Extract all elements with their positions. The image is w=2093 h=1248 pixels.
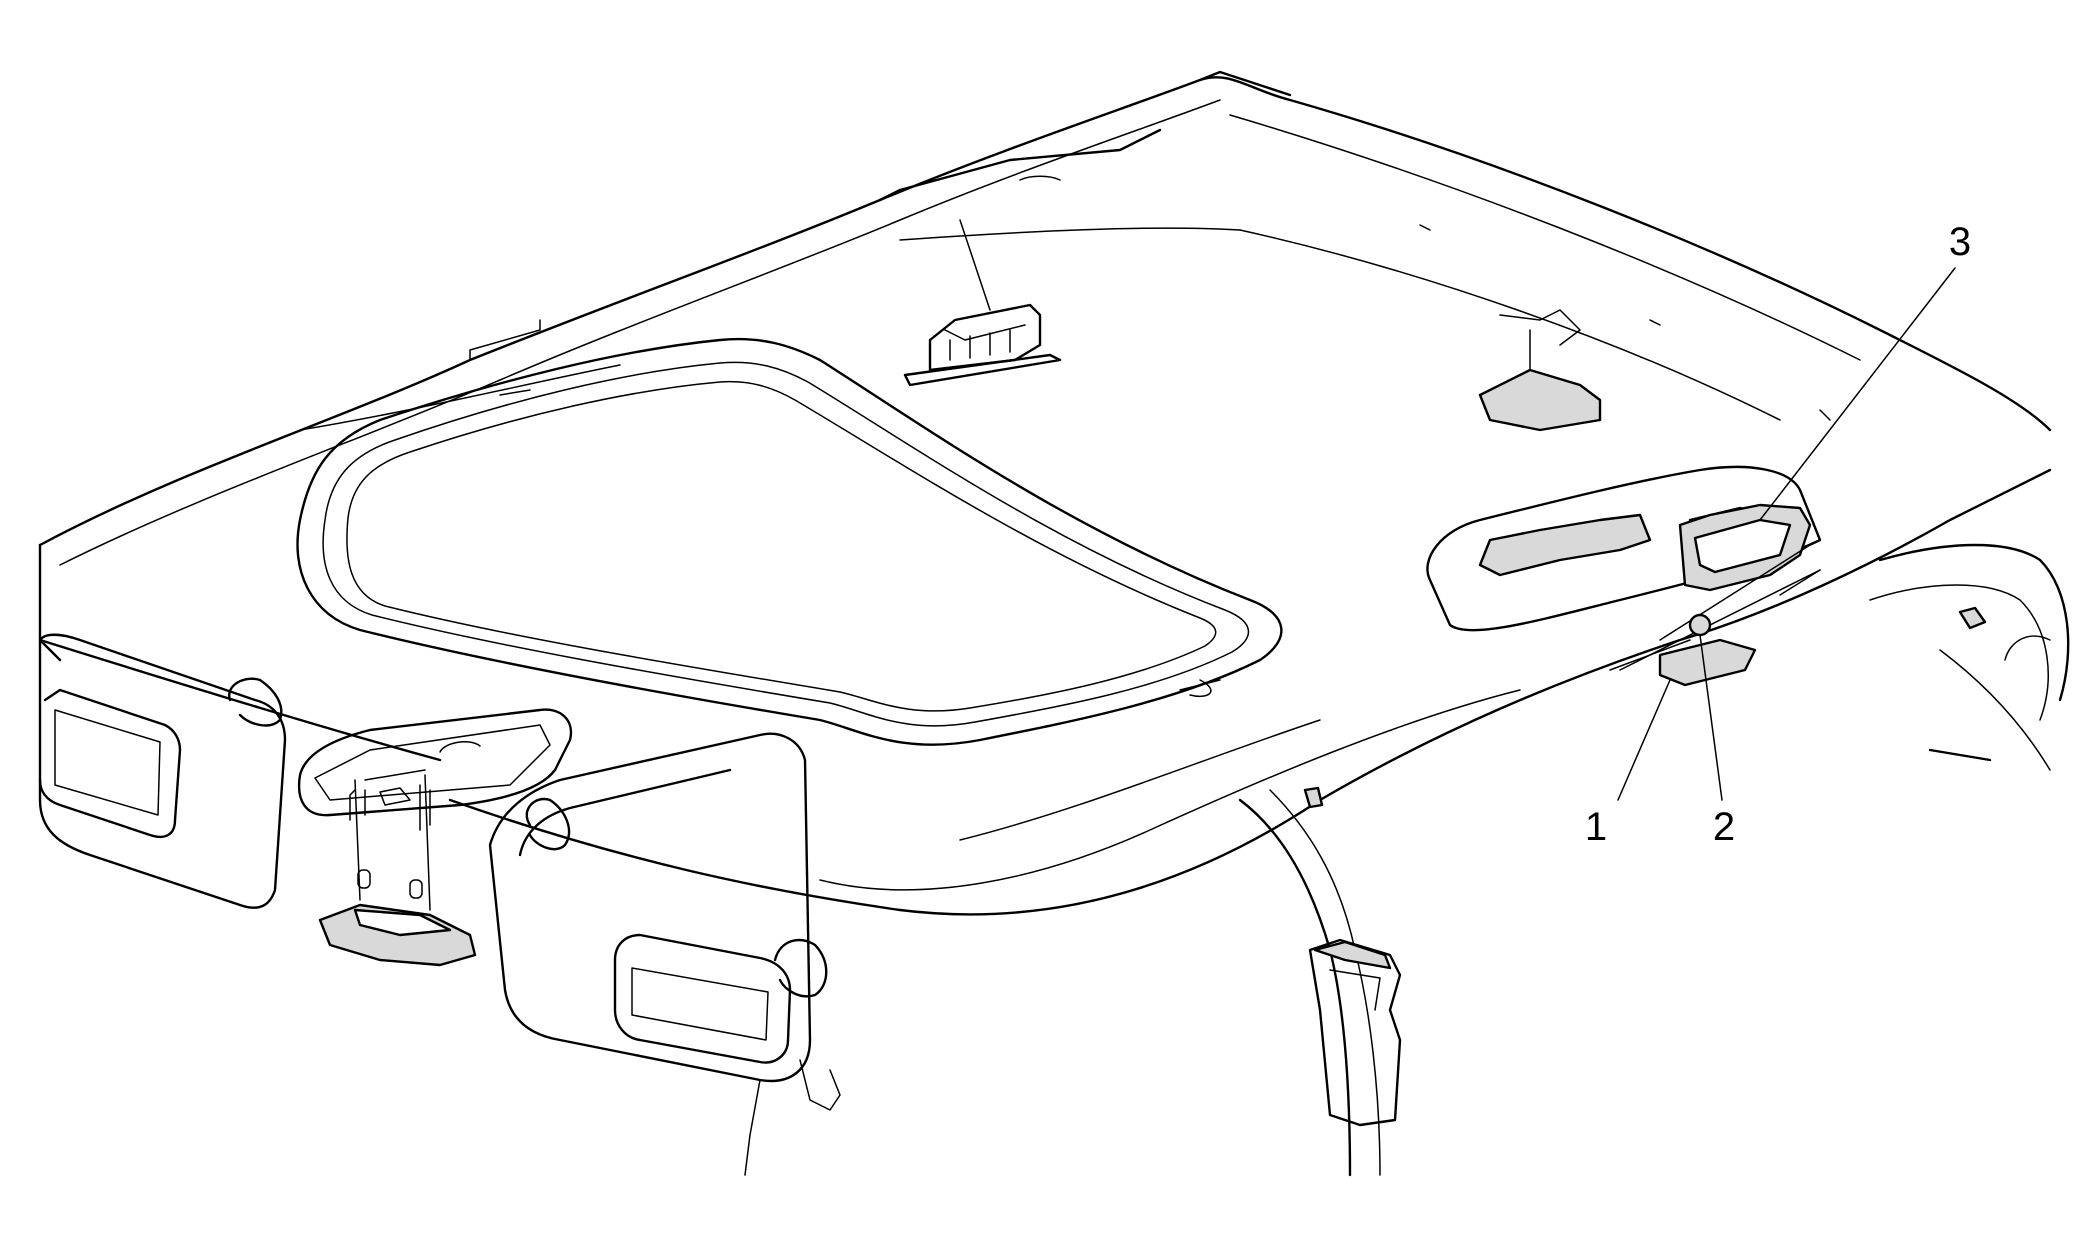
leader-3 bbox=[1759, 267, 1956, 521]
headliner-front-edge bbox=[38, 468, 2052, 916]
rear-center-bracket bbox=[903, 219, 1062, 387]
callout-1: 1 bbox=[1585, 805, 1607, 849]
sunroof-opening bbox=[296, 337, 1283, 746]
callout-labels: 1 2 3 bbox=[1585, 220, 1971, 849]
right-sun-visor bbox=[488, 732, 841, 1176]
left-sun-visor bbox=[38, 633, 287, 909]
leader-1 bbox=[1617, 679, 1671, 801]
roof-seams bbox=[299, 175, 1831, 697]
headliner-outline bbox=[38, 70, 2052, 662]
callout-2: 2 bbox=[1713, 805, 1735, 849]
callout-3: 3 bbox=[1949, 220, 1971, 264]
callout-leaders bbox=[1617, 267, 1956, 801]
rear-dome-lamp bbox=[1478, 309, 1602, 432]
cover-cap bbox=[1658, 638, 1757, 687]
leader-2 bbox=[1699, 634, 1723, 801]
grab-handle-bezel bbox=[1609, 503, 1821, 671]
right-pillar-trim bbox=[1238, 786, 1402, 1177]
right-rear-side bbox=[1869, 543, 2070, 771]
overhead-console-housing bbox=[297, 708, 573, 817]
overhead-lamp-exploded bbox=[318, 769, 477, 967]
retainer-clip bbox=[1688, 613, 1712, 637]
